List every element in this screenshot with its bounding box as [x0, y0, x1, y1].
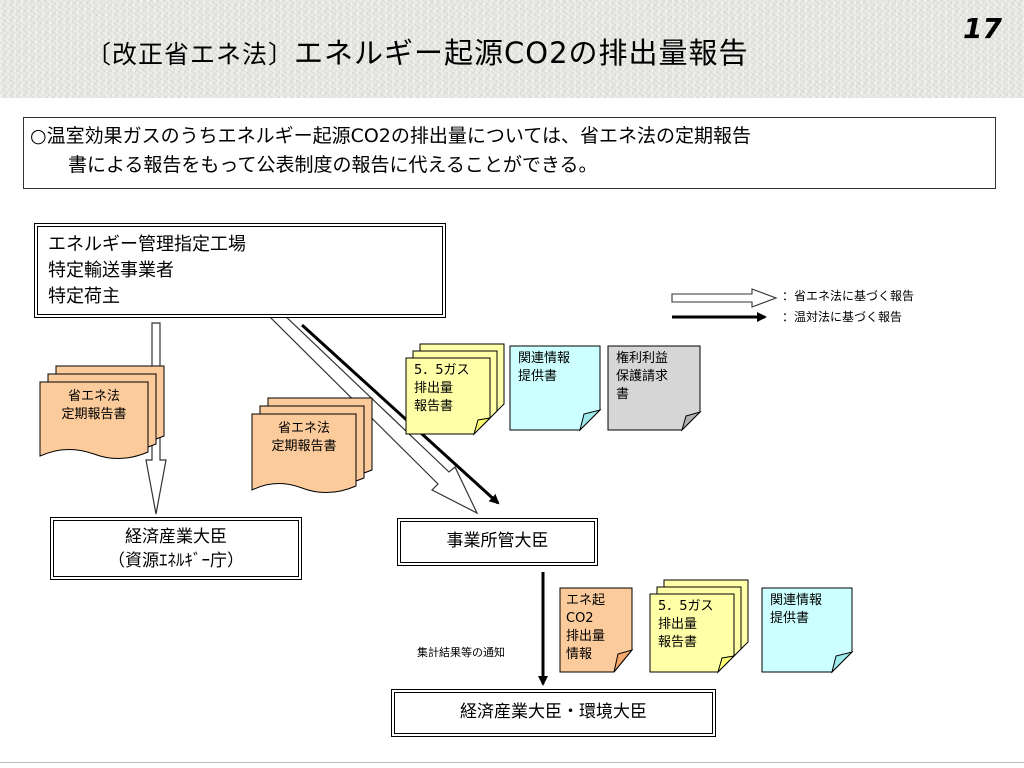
reporter-cargo-owner: 特定荷主 [48, 286, 120, 307]
summary-note: ○温室効果ガスのうちエネルギー起源CO2の排出量については、省エネ法の定期報告 … [23, 117, 996, 189]
meti-box: 経済産業大臣 （資源ｴﾈﾙｷﾞｰ庁） [50, 517, 302, 580]
doc-line: 排出量 [566, 629, 606, 644]
doc-line: エネ起 [566, 593, 606, 608]
doc-line: 報告書 [414, 399, 454, 414]
hollow-arrow-to-jurisdiction [269, 312, 479, 515]
doc-co2-info [559, 587, 634, 673]
doc-related-info-top [509, 345, 602, 432]
doc-related-info-bottom [761, 587, 854, 674]
doc-line: 5．5ガス [658, 599, 714, 614]
doc-line: 保護請求 [616, 369, 669, 384]
title-prefix: 〔改正省エネ法〕 [86, 40, 295, 69]
doc-line: 書 [616, 387, 630, 402]
doc-line: 情報 [566, 647, 593, 662]
note-line-1: ○温室効果ガスのうちエネルギー起源CO2の排出量については、省エネ法の定期報告 [30, 125, 751, 147]
doc-energy-report-left [39, 365, 165, 459]
doc-related-info-top-text: 関連情報 提供書 [518, 350, 598, 386]
final-label: 経済産業大臣・環境大臣 [460, 702, 647, 722]
doc-line: 定期報告書 [271, 439, 337, 454]
doc-line: 報告書 [658, 635, 698, 650]
final-ministers-box: 経済産業大臣・環境大臣 [391, 689, 716, 737]
solid-arrow-to-jurisdiction [300, 323, 500, 505]
doc-gas-report-top-text: 5．5ガス 排出量 報告書 [414, 362, 494, 416]
notification-label: 集計結果等の通知 [417, 646, 505, 659]
doc-energy-report-mid-text: 省エネ法 定期報告書 [254, 420, 354, 456]
footer-divider [0, 762, 1024, 763]
title-main: エネルギー起源CO2の排出量報告 [294, 36, 749, 70]
doc-related-info-bottom-text: 関連情報 提供書 [770, 592, 850, 628]
reporter-transport-operator: 特定輸送事業者 [48, 260, 174, 281]
legend-hollow-label: ：省エネ法に基づく報告 [782, 289, 915, 303]
doc-line: 排出量 [658, 617, 698, 632]
doc-line: 関連情報 [518, 351, 571, 366]
legend-hollow-arrow-icon [671, 288, 778, 308]
meti-agency-label: （資源ｴﾈﾙｷﾞｰ庁） [108, 551, 244, 571]
doc-line: 提供書 [518, 369, 558, 384]
doc-line: 定期報告書 [61, 407, 127, 422]
doc-energy-report-mid [251, 397, 373, 493]
title-banner [0, 0, 1024, 98]
reporter-designated-factory: エネルギー管理指定工場 [48, 234, 246, 255]
doc-line: 5．5ガス [414, 363, 470, 378]
page-number: 17 [963, 12, 1002, 45]
doc-energy-report-left-text: 省エネ法 定期報告書 [42, 388, 146, 424]
doc-line: 権利利益 [616, 351, 669, 366]
reporters-box: エネルギー管理指定工場 特定輸送事業者 特定荷主 [34, 223, 446, 318]
doc-gas-report-bottom-text: 5．5ガス 排出量 報告書 [658, 598, 738, 652]
doc-line: 排出量 [414, 381, 454, 396]
doc-gas-report-bottom [649, 579, 749, 674]
note-line-2: 書による報告をもって公表制度の報告に代えることができる。 [68, 154, 598, 176]
doc-line: CO2 [566, 611, 594, 626]
doc-line: 省エネ法 [277, 421, 330, 436]
doc-rights-request-text: 権利利益 保護請求 書 [616, 350, 696, 404]
doc-co2-info-text: エネ起 CO2 排出量 情報 [566, 592, 630, 664]
jurisdiction-label: 事業所管大臣 [446, 531, 549, 551]
jurisdiction-minister-box: 事業所管大臣 [397, 518, 598, 566]
doc-gas-report-top [405, 343, 505, 436]
doc-rights-request [607, 345, 702, 432]
doc-line: 省エネ法 [67, 389, 120, 404]
doc-line: 提供書 [770, 611, 810, 626]
meti-label: 経済産業大臣 [125, 527, 227, 547]
doc-line: 関連情報 [770, 593, 823, 608]
slide-title: 〔改正省エネ法〕エネルギー起源CO2の排出量報告 [86, 30, 749, 72]
legend-solid-label: ：温対法に基づく報告 [782, 310, 903, 324]
